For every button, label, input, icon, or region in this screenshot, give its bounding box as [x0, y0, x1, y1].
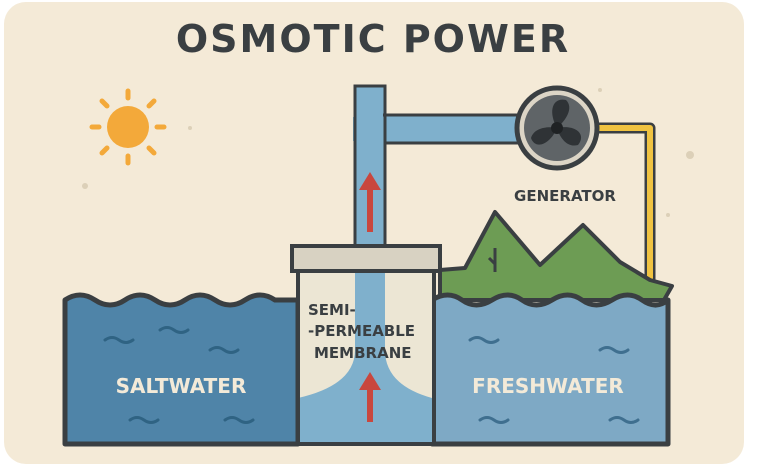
background-dots — [82, 88, 694, 217]
membrane-label-line-1: SEMI- — [308, 301, 356, 319]
fan-icon — [514, 85, 600, 171]
sun-icon — [89, 88, 167, 166]
up-arrow-icon-lower — [359, 372, 381, 422]
membrane-label: SEMI- -PERMEABLE MEMBRANE — [308, 301, 415, 362]
membrane-label-line-2: -PERMEABLE — [308, 322, 415, 340]
generator-label: GENERATOR — [514, 187, 616, 205]
membrane-label-line-3: MEMBRANE — [314, 344, 412, 362]
power-wire — [590, 125, 653, 282]
saltwater-label: SALTWATER — [116, 374, 247, 398]
up-arrow-icon — [359, 172, 381, 232]
saltwater-tank — [62, 292, 301, 447]
freshwater-label: FRESHWATER — [472, 374, 624, 398]
freshwater-tank — [429, 292, 671, 447]
membrane-chamber — [290, 244, 442, 446]
diagram-title: OSMOTIC POWER — [176, 17, 570, 61]
